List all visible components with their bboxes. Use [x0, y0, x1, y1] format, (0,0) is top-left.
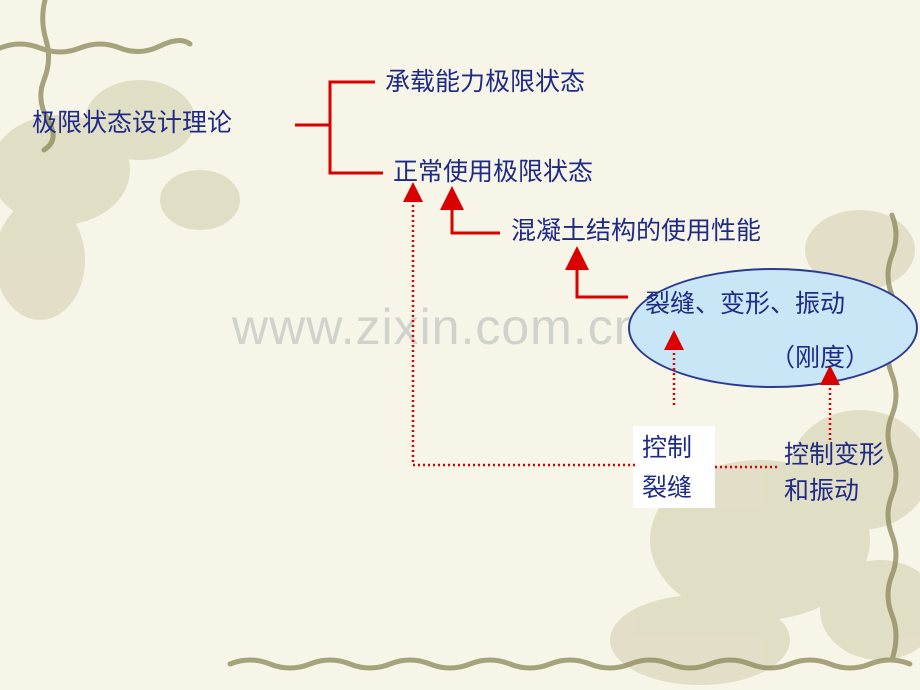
- performance-label: 混凝土结构的使用性能: [511, 216, 762, 245]
- crack-dotted-connector: [403, 182, 635, 467]
- branch-ultimate-limit-state: 承载能力极限状态: [385, 67, 586, 96]
- ellipse-text-line2: （刚度）: [770, 343, 871, 372]
- root-concept: 极限状态设计理论: [32, 108, 233, 137]
- branch-serviceability-limit-state: 正常使用极限状态: [393, 157, 594, 186]
- control-deform-line2: 和振动: [784, 476, 860, 505]
- control-crack-box: [633, 426, 715, 508]
- ellipse-connector: [565, 246, 628, 299]
- bracket-connector: [328, 80, 383, 175]
- performance-connector: [440, 186, 500, 235]
- control-deform-line1: 控制变形: [784, 440, 885, 469]
- control-crack-line1: 控制: [642, 433, 693, 462]
- control-crack-line2: 裂缝: [642, 473, 693, 502]
- watermark: www.zixin.com.cn: [232, 299, 643, 355]
- ellipse-highlight: [628, 268, 918, 388]
- ellipse-text-line1: 裂缝、变形、振动: [645, 289, 846, 318]
